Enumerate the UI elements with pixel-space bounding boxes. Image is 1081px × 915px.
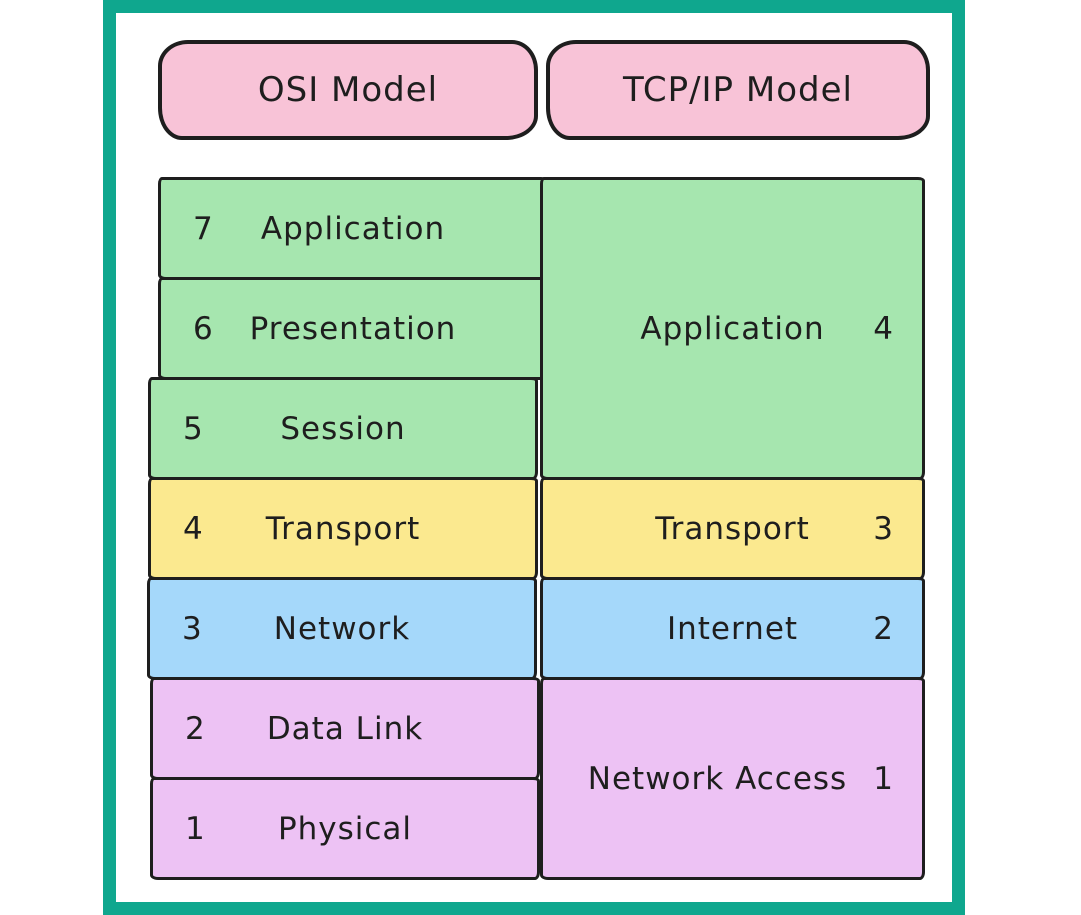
osi-model-header-label: OSI Model [257,70,439,110]
tcpip-layer-internet: Internet 2 [540,577,925,680]
osi-layer-number: 4 [183,510,204,547]
osi-layer-number: 5 [183,410,204,447]
tcpip-layer-label: Internet [666,610,799,647]
osi-layer-data-link: 2 Data Link [150,677,540,780]
osi-layer-label: Physical [277,810,413,847]
tcpip-layer-label: Application [640,310,825,347]
tcpip-layer-label: Network Access [587,760,848,797]
osi-layer-number: 3 [182,610,203,647]
osi-layer-label: Transport [265,510,421,547]
osi-layer-number: 2 [185,710,206,747]
osi-layer-label: Session [280,410,406,447]
osi-layer-label: Presentation [249,310,457,347]
osi-layer-number: 6 [193,310,214,347]
tcpip-layer-transport: Transport 3 [540,477,925,580]
osi-layer-session: 5 Session [148,377,538,480]
osi-layer-number: 1 [185,810,206,847]
osi-layer-number: 7 [193,210,214,247]
osi-layer-application: 7 Application [158,177,548,280]
osi-model-header: OSI Model [158,40,538,140]
tcpip-layer-network-access: Network Access 1 [540,677,925,880]
osi-layer-label: Data Link [266,710,424,747]
osi-layer-presentation: 6 Presentation [158,277,548,380]
osi-layer-network: 3 Network [147,577,537,680]
tcpip-layer-number: 4 [873,310,894,347]
osi-layer-transport: 4 Transport [148,477,538,580]
tcpip-layer-label: Transport [655,510,810,547]
tcpip-model-header-label: TCP/IP Model [623,70,853,110]
tcpip-layer-number: 1 [873,760,894,797]
tcpip-layer-number: 2 [873,610,894,647]
osi-layer-physical: 1 Physical [150,777,540,880]
tcpip-model-header: TCP/IP Model [546,40,930,140]
tcpip-layer-number: 3 [873,510,894,547]
osi-layer-label: Application [260,210,446,247]
osi-layer-label: Network [273,610,411,647]
tcpip-layer-application: Application 4 [540,177,925,480]
